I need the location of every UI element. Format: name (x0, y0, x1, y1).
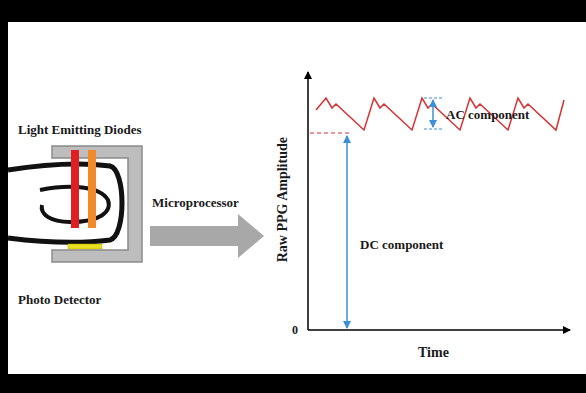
finger (8, 164, 122, 242)
axis-title: Time (418, 345, 449, 360)
dc-arrow (346, 136, 348, 328)
red-led (71, 150, 79, 228)
ac-arrow (432, 100, 434, 127)
dc-level-line (310, 132, 352, 133)
ac-top-line (424, 97, 442, 98)
ppg-waveform (316, 98, 564, 130)
photo-detector (68, 244, 102, 249)
signal-arrow (150, 214, 264, 258)
orange-led (88, 150, 96, 228)
axis-origin: 0 (292, 324, 298, 337)
microprocessor-label: Microprocessor (152, 196, 239, 210)
axis-title: Raw PPG Amplitude (275, 137, 290, 262)
x-axis (308, 329, 570, 331)
led-label: Light Emitting Diodes (18, 123, 142, 137)
ac-bottom-line (424, 128, 442, 129)
detector-label: Photo Detector (18, 293, 101, 307)
white-panel (8, 22, 586, 374)
y-axis (307, 72, 309, 330)
dc-label: DC component (360, 238, 443, 252)
ac-label: AC component (446, 108, 529, 122)
